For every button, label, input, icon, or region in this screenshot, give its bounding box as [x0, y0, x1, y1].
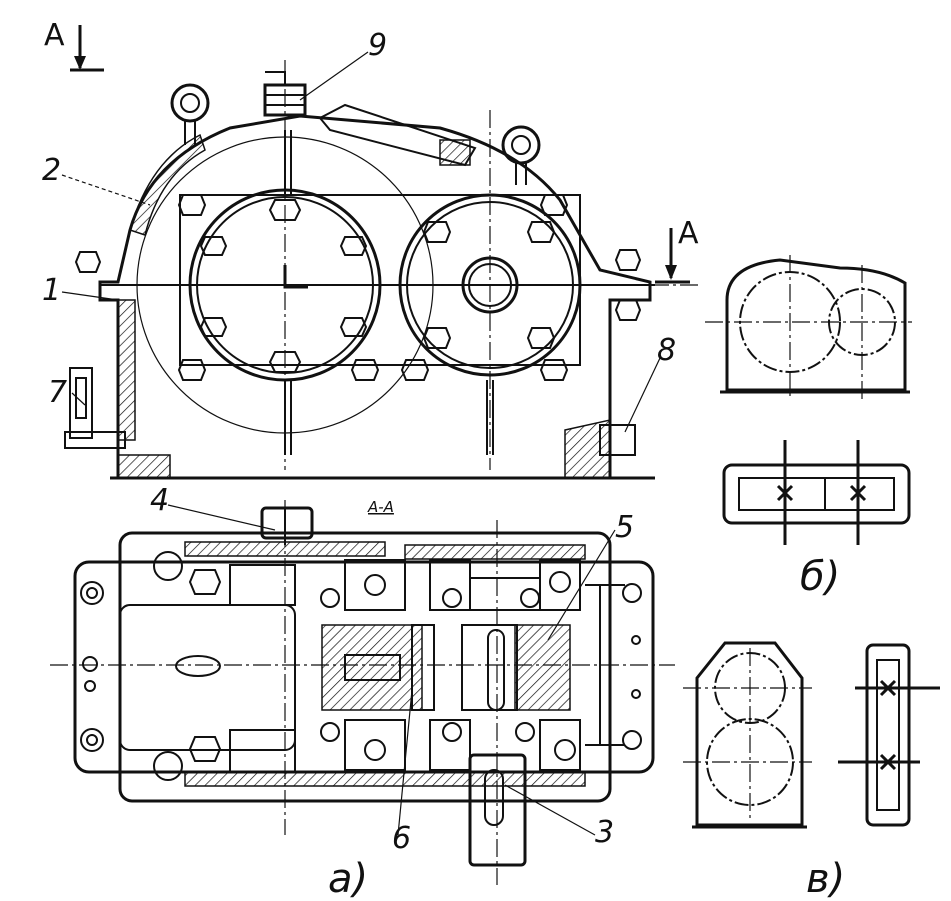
leader-lines — [61, 51, 661, 836]
caption-b: б) — [800, 554, 840, 600]
section-mark-topleft: A — [44, 18, 104, 72]
callout-9: 9 — [368, 28, 387, 63]
scheme-b — [705, 255, 912, 545]
callout-6: 6 — [392, 821, 411, 856]
section-letter-a-top: A — [44, 18, 65, 53]
callout-1: 1 — [42, 273, 61, 308]
section-letter-a-right: A — [678, 216, 699, 251]
callout-3: 3 — [595, 815, 614, 850]
section-mark-right: A — [655, 216, 699, 284]
caption-v: в) — [806, 856, 845, 901]
callout-2: 2 — [42, 153, 61, 188]
section-view-a-a: A-A — [50, 498, 675, 885]
caption-a: а) — [328, 856, 368, 901]
callout-8: 8 — [657, 333, 676, 368]
front-view — [64, 60, 700, 480]
scheme-v — [683, 641, 940, 829]
section-title: A-A — [367, 498, 394, 516]
callout-4: 4 — [150, 483, 169, 518]
callout-5: 5 — [615, 510, 634, 545]
callout-7: 7 — [48, 375, 67, 410]
